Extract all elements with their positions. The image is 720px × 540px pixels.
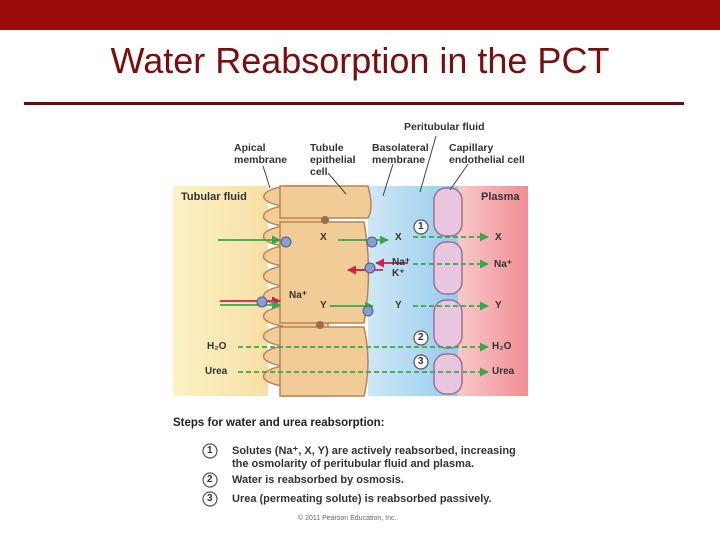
x-interstitial-label: X bbox=[395, 232, 402, 243]
x-plasma-label: X bbox=[495, 232, 502, 243]
y-cell-label: Y bbox=[320, 300, 327, 311]
tubular-fluid-region bbox=[173, 186, 268, 396]
diagram-step-3: 3 bbox=[418, 356, 424, 367]
h2o-left-label: H₂O bbox=[207, 341, 226, 352]
peritubular-fluid-label: Peritubular fluid bbox=[404, 121, 485, 133]
urea-right-label: Urea bbox=[492, 366, 514, 377]
h2o-right-label: H₂O bbox=[492, 341, 511, 352]
tubule-epithelial-cell-label: Tubule epithelial cell bbox=[310, 142, 356, 178]
y-basolateral-transporter bbox=[363, 306, 373, 316]
epithelial-cell-upper bbox=[280, 186, 371, 218]
step-text-1: Solutes (Na⁺, X, Y) are actively reabsor… bbox=[232, 445, 516, 470]
na-cell-label: Na⁺ bbox=[392, 257, 410, 268]
step-number-2: 2 bbox=[207, 474, 213, 485]
tight-junction bbox=[316, 321, 324, 329]
plasma-region bbox=[458, 186, 528, 396]
title-divider bbox=[24, 102, 684, 105]
urea-left-label: Urea bbox=[205, 366, 227, 377]
step-text-3: Urea (permeating solute) is reabsorbed p… bbox=[232, 493, 492, 506]
top-banner bbox=[0, 0, 720, 30]
na-y-cotransporter bbox=[257, 297, 267, 307]
slide-title: Water Reabsorption in the PCT bbox=[0, 40, 720, 82]
apical-membrane-label: Apical membrane bbox=[234, 142, 287, 166]
epithelial-cell-lower bbox=[280, 327, 368, 396]
copyright-notice: © 2011 Pearson Education, Inc. bbox=[298, 515, 396, 522]
na-plasma-label: Na⁺ bbox=[494, 259, 512, 270]
step-number-1: 1 bbox=[207, 445, 213, 456]
tight-junction bbox=[321, 216, 329, 224]
na-apical-label: Na⁺ bbox=[289, 290, 307, 301]
pct-reabsorption-figure: Peritubular fluid Apical membrane Tubule… bbox=[168, 118, 548, 528]
diagram-step-2: 2 bbox=[418, 332, 424, 343]
x-basolateral-transporter bbox=[367, 237, 377, 247]
steps-heading: Steps for water and urea reabsorption: bbox=[173, 417, 385, 429]
step-number-3: 3 bbox=[207, 493, 213, 504]
step-text-2: Water is reabsorbed by osmosis. bbox=[232, 474, 404, 487]
na-k-atpase bbox=[365, 263, 375, 273]
x-transporter bbox=[281, 237, 291, 247]
capillary-endothelial-cells bbox=[434, 188, 462, 394]
tubular-fluid-label: Tubular fluid bbox=[181, 191, 247, 203]
x-cell-label: X bbox=[320, 232, 327, 243]
capillary-endothelial-cell-label: Capillary endothelial cell bbox=[449, 142, 525, 166]
y-interstitial-label: Y bbox=[395, 300, 402, 311]
basolateral-membrane-label: Basolateral membrane bbox=[372, 142, 429, 166]
plasma-label: Plasma bbox=[481, 191, 520, 203]
k-cell-label: K⁺ bbox=[392, 268, 405, 279]
diagram-step-1: 1 bbox=[418, 221, 424, 232]
y-plasma-label: Y bbox=[495, 300, 502, 311]
